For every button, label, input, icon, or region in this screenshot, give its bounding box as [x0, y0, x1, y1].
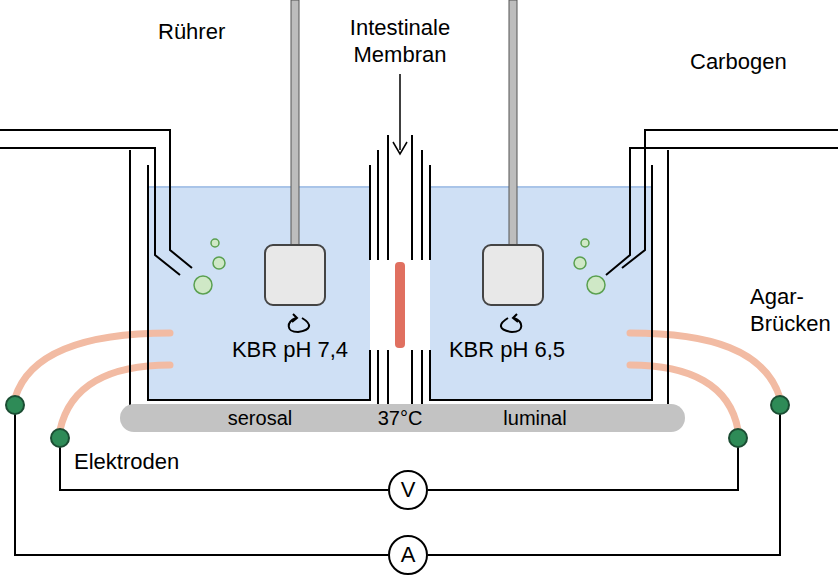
membrane-label: Intestinale Membran	[335, 14, 465, 68]
buffer-water	[148, 187, 370, 400]
node-text: A	[401, 542, 416, 568]
buffer-chamber: KBR pH 7,4	[148, 187, 370, 400]
electrode-label: Elektroden	[74, 448, 179, 475]
buffer-water	[430, 187, 652, 400]
membrane-window	[371, 261, 429, 349]
node-text: luminal	[503, 406, 566, 430]
ammeter-symbol: A	[388, 535, 428, 575]
water-surface	[148, 186, 370, 188]
node-text: V	[401, 477, 416, 503]
bridge-label: Agar- Brücken	[750, 283, 834, 337]
carbogen-tubes	[0, 130, 838, 275]
stirrer	[265, 0, 325, 332]
node-text: serosal	[228, 406, 292, 430]
leader-arrowhead	[393, 142, 407, 154]
node-text: 37°C	[378, 406, 423, 430]
gas-label: Carbogen	[690, 48, 787, 75]
electrodes	[6, 396, 789, 447]
buffer-chamber: KBR pH 6,5	[430, 187, 652, 400]
leader-line	[399, 74, 401, 150]
stirrer-label: Rührer	[158, 18, 225, 45]
stirrer	[483, 0, 543, 332]
water-surface	[430, 186, 652, 188]
wires	[15, 405, 780, 555]
node-text: KBR pH 6,5	[449, 337, 565, 363]
node-text: KBR pH 7,4	[232, 337, 348, 363]
intestinal-membrane	[395, 262, 405, 348]
voltmeter-symbol: V	[388, 470, 428, 510]
chamber-walls	[130, 135, 668, 418]
heated-base-plate: serosal 37°C luminal	[120, 404, 685, 432]
